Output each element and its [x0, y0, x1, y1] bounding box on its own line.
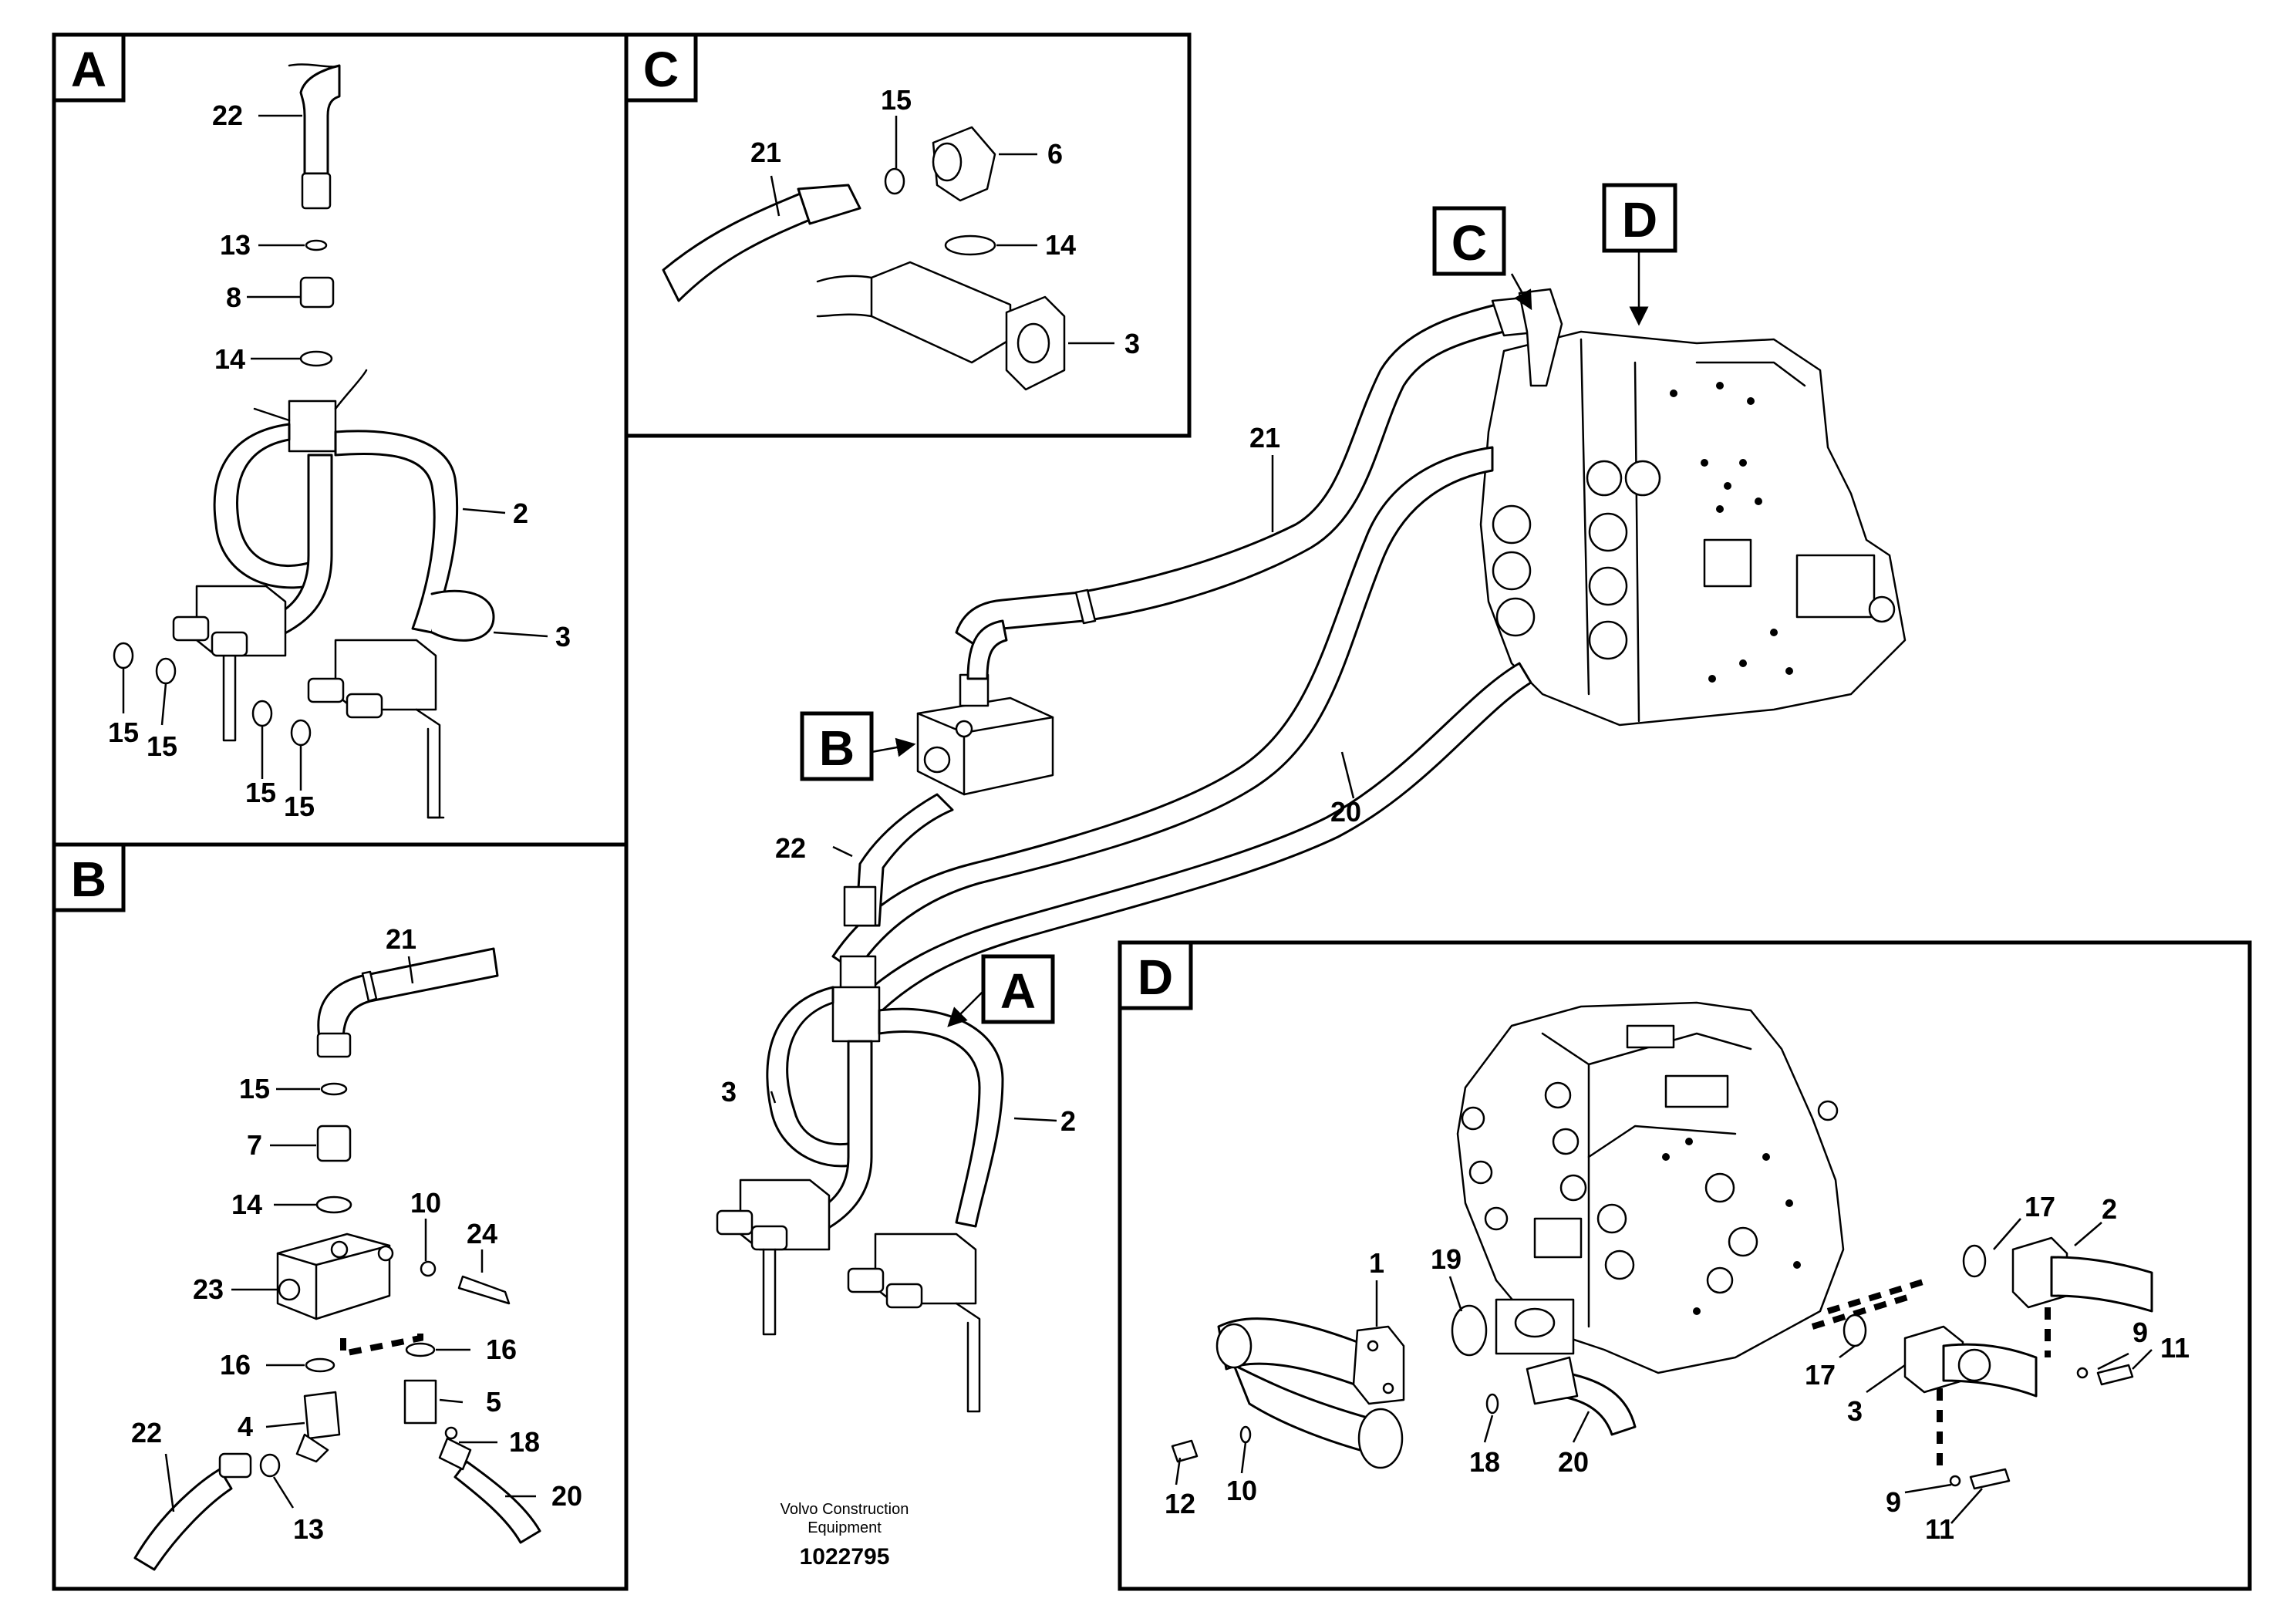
label-d-12: 12: [1165, 1488, 1195, 1519]
label-b-20: 20: [551, 1480, 582, 1512]
svg-text:D: D: [1138, 949, 1173, 1005]
label-main-3: 3: [721, 1076, 737, 1108]
panel-a-tag: A: [52, 32, 126, 103]
label-d-2: 2: [2102, 1193, 2117, 1225]
label-a-13: 13: [220, 229, 251, 261]
svg-text:D: D: [1622, 192, 1657, 248]
label-a-22: 22: [212, 99, 243, 131]
label-b-18: 18: [509, 1426, 540, 1458]
label-c-14: 14: [1045, 229, 1076, 261]
label-main-20: 20: [1330, 796, 1361, 828]
svg-text:C: C: [1451, 215, 1487, 271]
main-assembly-drawing: [716, 251, 1907, 1413]
panel-d-frame: [1118, 940, 2252, 1591]
callout-box-c: C: [1432, 206, 1506, 276]
label-d-17b: 17: [1805, 1359, 1836, 1391]
svg-text:B: B: [819, 720, 855, 776]
label-c-21: 21: [750, 137, 781, 168]
label-b-4: 4: [238, 1411, 253, 1442]
label-b-7: 7: [247, 1129, 262, 1161]
panel-c-tag: C: [624, 32, 698, 103]
label-d-1: 1: [1369, 1247, 1384, 1279]
label-d-20: 20: [1558, 1446, 1589, 1478]
label-d-19: 19: [1431, 1243, 1462, 1275]
label-d-11b: 11: [1925, 1513, 1954, 1545]
panel-d-drawing: [1171, 1001, 2153, 1524]
panel-b-tag: B: [52, 842, 126, 912]
label-b-13: 13: [293, 1513, 324, 1545]
footer-company-line2: Equipment: [807, 1519, 882, 1536]
label-d-18: 18: [1469, 1446, 1500, 1478]
label-d-10: 10: [1226, 1475, 1257, 1506]
svg-text:C: C: [643, 42, 679, 97]
panel-d-tag: D: [1118, 940, 1193, 1010]
svg-text:A: A: [71, 42, 106, 97]
label-main-21: 21: [1249, 422, 1280, 454]
callout-box-a: A: [981, 954, 1055, 1024]
label-b-15: 15: [239, 1073, 270, 1104]
label-c-3: 3: [1124, 328, 1140, 359]
label-a-15c: 15: [245, 777, 276, 808]
label-a-15b: 15: [147, 730, 177, 762]
label-a-15d: 15: [284, 791, 315, 822]
label-c-15: 15: [881, 84, 912, 116]
footer-company-line1: Volvo Construction: [781, 1501, 909, 1518]
label-d-9b: 9: [1886, 1486, 1901, 1518]
label-b-10: 10: [410, 1187, 441, 1219]
label-b-16b: 16: [486, 1334, 517, 1365]
label-c-6: 6: [1047, 138, 1063, 170]
panel-b-drawing: [133, 947, 541, 1571]
label-d-11a: 11: [2160, 1332, 2190, 1364]
panel-c-drawing: [662, 116, 1114, 391]
callout-box-d: D: [1602, 183, 1677, 253]
panel-c-frame: [624, 32, 1192, 438]
callout-box-b: B: [800, 711, 874, 781]
svg-text:A: A: [1000, 963, 1036, 1019]
panel-a-drawing: [113, 63, 548, 819]
label-b-14: 14: [231, 1189, 262, 1220]
label-b-22: 22: [131, 1417, 162, 1448]
panel-b-frame: [52, 842, 629, 1591]
label-a-3: 3: [555, 621, 571, 653]
label-d-3: 3: [1847, 1395, 1863, 1427]
label-main-22: 22: [775, 832, 806, 864]
label-a-2: 2: [513, 497, 528, 529]
footer-drawing-number: 1022795: [800, 1544, 890, 1570]
label-b-24: 24: [467, 1218, 497, 1249]
label-main-2: 2: [1060, 1105, 1076, 1137]
label-a-8: 8: [226, 282, 241, 313]
label-d-17a: 17: [2025, 1191, 2055, 1222]
label-b-5: 5: [486, 1386, 501, 1418]
label-b-21: 21: [386, 923, 416, 955]
label-b-23: 23: [193, 1273, 224, 1305]
label-a-14: 14: [214, 343, 245, 375]
label-b-16a: 16: [220, 1349, 251, 1381]
svg-text:B: B: [71, 851, 106, 907]
label-d-9a: 9: [2132, 1317, 2148, 1348]
label-a-15a: 15: [108, 717, 139, 748]
